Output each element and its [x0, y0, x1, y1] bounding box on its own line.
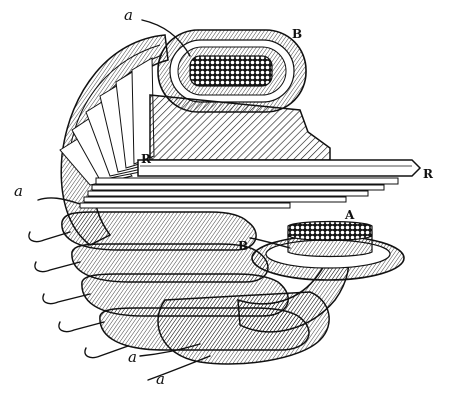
fanned-sheets: [59, 57, 155, 186]
wire-ends: [28, 19, 291, 381]
label-b-right: B: [238, 239, 249, 253]
label-a-section: A: [345, 208, 355, 222]
label-a-left: a: [14, 182, 23, 200]
label-a-bottom-1: a: [128, 348, 137, 366]
label-a-bottom-2: a: [156, 370, 165, 388]
right-coil-b: [251, 220, 405, 281]
label-b-top: B: [292, 27, 303, 41]
label-r-left: R: [141, 152, 151, 166]
stacked-laminations: [79, 177, 399, 209]
label-r-right: R: [423, 167, 433, 181]
upper-coil-b: [157, 29, 307, 113]
shelf-r: [137, 159, 422, 177]
core-block: [149, 94, 331, 161]
label-a-top: a: [124, 6, 133, 24]
